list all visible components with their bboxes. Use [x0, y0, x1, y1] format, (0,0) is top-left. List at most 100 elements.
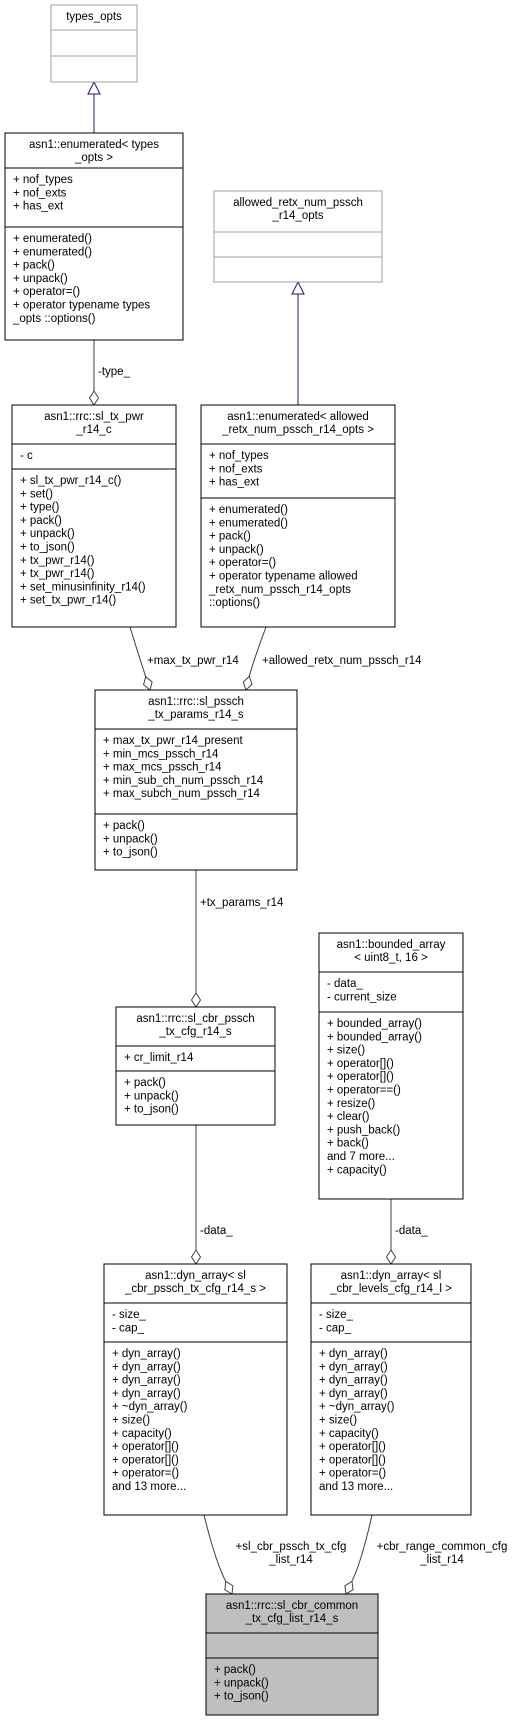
class-attribute: + min_mcs_pssch_r14 [103, 748, 219, 760]
class-box [318, 932, 464, 1200]
edge-cbr_pssch_cfg-to-dyn_pssch: -data_ [190, 1125, 233, 1265]
class-method: + to_json() [124, 1104, 179, 1116]
class-title: asn1::rrc::sl_pssch [148, 696, 244, 708]
class-method: + operator[]() [112, 1454, 179, 1466]
edge-line [203, 1514, 227, 1582]
class-box [205, 1593, 379, 1716]
class-attribute: + nof_types [209, 450, 269, 462]
class-method: + unpack() [214, 1677, 269, 1689]
class-method: + operator[]() [327, 1071, 394, 1083]
class-method: + operator typename allowed [209, 571, 358, 583]
class-box [213, 190, 383, 283]
edge-pssch_tx_params-to-cbr_pssch_cfg: +tx_params_r14 [190, 870, 284, 1008]
class-method: + ~dyn_array() [319, 1401, 395, 1413]
class-attribute: - size_ [319, 1309, 353, 1321]
class-method: + pack() [124, 1077, 166, 1089]
class-title: asn1::dyn_array< sl [145, 1270, 246, 1282]
class-method: + enumerated() [209, 517, 288, 529]
composition-diamond [385, 1249, 397, 1265]
class-method: + operator=() [13, 286, 80, 298]
class-method: + tx_pwr_r14() [20, 555, 95, 567]
edge-line [351, 1514, 373, 1582]
class-dyn_pssch[interactable]: asn1::dyn_array< sl_cbr_pssch_tx_cfg_r14… [103, 1263, 288, 1516]
class-method: + dyn_array() [319, 1375, 388, 1387]
class-method: + dyn_array() [319, 1388, 388, 1400]
class-box [200, 404, 396, 628]
inheritance-arrowhead [87, 80, 101, 95]
edges: -type_ +max_tx_pwr_r14 +allowed_retx_num_p… [87, 80, 507, 1595]
class-sl_tx_pwr[interactable]: asn1::rrc::sl_tx_pwr_r14_c- c+ sl_tx_pwr… [11, 404, 177, 628]
class-attribute: + max_subch_num_pssch_r14 [103, 788, 261, 800]
edge-line [129, 626, 147, 677]
class-method: + dyn_array() [112, 1361, 181, 1373]
class-title: asn1::dyn_array< sl [341, 1270, 442, 1282]
composition-diamond [190, 1249, 202, 1265]
edge-label: +allowed_retx_num_pssch_r14 [262, 655, 422, 667]
class-title: _tx_cfg_r14_s [158, 1026, 231, 1038]
class-method: + to_json() [20, 542, 75, 554]
class-method: + unpack() [209, 544, 264, 556]
edge-sl_tx_pwr-to-pssch_tx_params: +max_tx_pwr_r14 [129, 626, 239, 691]
class-title: _r14_c [75, 424, 111, 436]
class-enum_types[interactable]: asn1::enumerated< types_opts >+ nof_type… [4, 132, 184, 341]
class-attribute: - data_ [327, 978, 363, 990]
class-method: + dyn_array() [112, 1348, 181, 1360]
class-pssch_tx_params[interactable]: asn1::rrc::sl_pssch_tx_params_r14_s+ max… [94, 689, 298, 871]
class-method: + capacity() [319, 1428, 379, 1440]
edge-enum_allowed-to-pssch_tx_params: +allowed_retx_num_pssch_r14 [242, 626, 422, 691]
class-method: + operator=() [319, 1468, 386, 1480]
class-method: + operator=() [112, 1468, 179, 1480]
edge-bounded_array-to-dyn_levels: -data_ [385, 1199, 428, 1265]
class-method: and 7 more... [327, 1151, 395, 1163]
edge-label: +sl_cbr_pssch_tx_cfg [236, 1541, 347, 1553]
edge-label: -type_ [98, 366, 131, 378]
class-title: asn1::rrc::sl_cbr_pssch [136, 1013, 254, 1025]
class-method: + operator[]() [319, 1441, 386, 1453]
class-method: + operator==() [327, 1085, 401, 1097]
class-method: + resize() [327, 1098, 375, 1110]
class-method: + ~dyn_array() [112, 1401, 188, 1413]
class-method: + push_back() [327, 1124, 400, 1136]
class-method: + bounded_array() [327, 1018, 422, 1030]
class-bounded_array[interactable]: asn1::bounded_array< uint8_t, 16 >- data… [318, 932, 464, 1200]
edge-label: _list_r14 [419, 1554, 464, 1566]
class-cbr_pssch_cfg[interactable]: asn1::rrc::sl_cbr_pssch_tx_cfg_r14_s+ cr… [115, 1006, 276, 1126]
class-title: _retx_num_pssch_r14_opts > [221, 424, 374, 436]
class-common_list[interactable]: asn1::rrc::sl_cbr_common_tx_cfg_list_r14… [205, 1593, 379, 1716]
class-title: _cbr_pssch_tx_cfg_r14_s > [124, 1283, 266, 1295]
class-allowed_opts[interactable]: allowed_retx_num_pssch_r14_opts [213, 190, 383, 283]
class-method: + unpack() [124, 1090, 179, 1102]
edge-enum_allowed-to-allowed_opts [291, 280, 305, 405]
class-method: + back() [327, 1138, 369, 1150]
class-method: + tx_pwr_r14() [20, 568, 95, 580]
class-method: + capacity() [112, 1428, 172, 1440]
class-method: + unpack() [103, 833, 158, 845]
class-method: + set_minusinfinity_r14() [20, 581, 146, 593]
edge-dyn_levels-to-common_list: +cbr_range_common_cfg_list_r14 [344, 1514, 507, 1595]
class-attribute: - c [20, 450, 33, 462]
class-attribute: + has_ext [13, 201, 64, 213]
class-method: _retx_num_pssch_r14_opts [208, 584, 351, 596]
class-method: + pack() [214, 1664, 256, 1676]
class-enum_allowed[interactable]: asn1::enumerated< allowed_retx_num_pssch… [200, 404, 396, 628]
class-method: + unpack() [20, 528, 75, 540]
class-attribute: - size_ [112, 1309, 146, 1321]
class-dyn_levels[interactable]: asn1::dyn_array< sl_cbr_levels_cfg_r14_l… [310, 1263, 472, 1516]
class-method: + operator typename types [13, 300, 150, 312]
class-method: + pack() [209, 531, 251, 543]
edge-dyn_pssch-to-common_list: +sl_cbr_pssch_tx_cfg_list_r14 [203, 1514, 347, 1595]
class-title: asn1::rrc::sl_cbr_common [226, 1600, 358, 1612]
edge-enum_types-to-sl_tx_pwr: -type_ [88, 340, 131, 406]
class-attribute: + has_ext [209, 477, 260, 489]
class-method: + dyn_array() [319, 1361, 388, 1373]
class-attribute: - current_size [327, 991, 397, 1003]
class-method: + to_json() [214, 1691, 269, 1703]
edge-line [248, 626, 267, 677]
class-title: asn1::bounded_array [337, 939, 446, 951]
class-title: asn1::rrc::sl_tx_pwr [44, 411, 144, 423]
class-method: + enumerated() [209, 504, 288, 516]
class-types_opts[interactable]: types_opts [50, 4, 138, 83]
class-method: _opts ::options() [12, 313, 96, 325]
